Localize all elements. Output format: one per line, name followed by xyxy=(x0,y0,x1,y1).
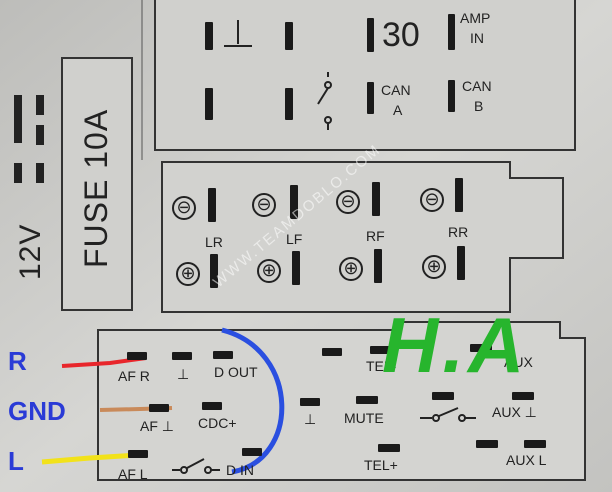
switch-icon xyxy=(317,72,332,130)
speaker-label-rf: RF xyxy=(366,228,385,244)
pin xyxy=(476,440,498,448)
pin xyxy=(210,254,218,288)
plus-icon: ⊕ xyxy=(422,255,446,279)
blue-bracket xyxy=(221,327,285,475)
can-b-label-2: B xyxy=(474,98,484,114)
can-a-label-1: CAN xyxy=(381,82,411,98)
l-wire xyxy=(41,452,139,465)
can-b-label-1: CAN xyxy=(462,78,492,94)
pin xyxy=(367,18,374,52)
cdc-plus-label: CDC+ xyxy=(198,415,237,431)
pin xyxy=(378,444,400,452)
pin xyxy=(524,440,546,448)
pin xyxy=(322,348,342,356)
pin xyxy=(172,352,192,360)
bottom-block-outline xyxy=(97,321,586,481)
aux-gnd-label: AUX ⊥ xyxy=(492,404,537,420)
speaker-label-lr: LR xyxy=(205,234,223,250)
pin-30-label: 30 xyxy=(382,16,420,54)
minus-icon: ⊖ xyxy=(336,190,360,214)
speaker-label-lf: LF xyxy=(286,231,303,247)
pin xyxy=(367,82,374,114)
pin xyxy=(448,14,455,50)
pin xyxy=(127,352,147,360)
pin xyxy=(205,88,213,120)
mute-label: MUTE xyxy=(344,410,384,426)
pin xyxy=(374,249,382,283)
pin xyxy=(149,404,169,412)
gnd-wire-label: GND xyxy=(8,396,66,426)
pin xyxy=(512,392,534,400)
brand-mark: H.A xyxy=(382,301,529,389)
plus-icon: ⊕ xyxy=(257,259,281,283)
pin xyxy=(205,22,213,50)
pin xyxy=(128,450,148,458)
af-gnd-label: AF ⊥ xyxy=(140,418,174,434)
plus-icon: ⊕ xyxy=(339,257,363,281)
ground-symbol: ⊥ xyxy=(177,366,190,382)
aux-l-label: AUX L xyxy=(506,452,547,468)
pin xyxy=(292,251,300,285)
tel-minus-label: TEL- xyxy=(366,358,397,374)
pin xyxy=(290,185,298,219)
pin xyxy=(213,351,233,359)
pin xyxy=(432,392,454,400)
d-out-label: D OUT xyxy=(214,364,258,380)
af-r-label: AF R xyxy=(118,368,150,384)
pin xyxy=(242,448,262,456)
plus-icon: ⊕ xyxy=(176,262,200,286)
speaker-label-rr: RR xyxy=(448,224,469,240)
pin xyxy=(300,398,320,406)
tel-plus-label: TEL+ xyxy=(364,457,398,473)
top-block-outline xyxy=(154,0,576,151)
fuse-label: FUSE 10A xyxy=(78,108,114,268)
minus-icon: ⊖ xyxy=(172,196,196,220)
pin xyxy=(372,182,380,216)
pin xyxy=(285,22,293,50)
d-in-label: D IN xyxy=(226,462,254,478)
aux-top-label: AUX xyxy=(504,354,533,370)
ground-icon xyxy=(224,20,252,47)
can-a-label-2: A xyxy=(393,102,403,118)
r-wire-label: R xyxy=(8,346,27,376)
amp-in-label-2: IN xyxy=(470,30,484,46)
minus-icon: ⊖ xyxy=(252,193,276,217)
pin xyxy=(356,396,378,404)
amp-in-label-1: AMP xyxy=(460,10,491,26)
fuse-box-outline xyxy=(61,57,133,311)
voltage-label: 12V xyxy=(14,223,47,280)
pin xyxy=(370,346,392,354)
ground-symbol: ⊥ xyxy=(304,411,317,427)
pin xyxy=(455,178,463,212)
pin xyxy=(285,88,293,120)
pin xyxy=(457,246,465,280)
switch-icon-afl xyxy=(172,458,220,474)
pin xyxy=(208,188,216,222)
l-wire-label: L xyxy=(8,446,24,476)
pin xyxy=(470,344,492,352)
pin xyxy=(202,402,222,410)
minus-icon: ⊖ xyxy=(420,188,444,212)
af-l-label: AF L xyxy=(118,466,148,482)
pin xyxy=(448,80,455,112)
switch-icon-bottom xyxy=(420,407,476,422)
